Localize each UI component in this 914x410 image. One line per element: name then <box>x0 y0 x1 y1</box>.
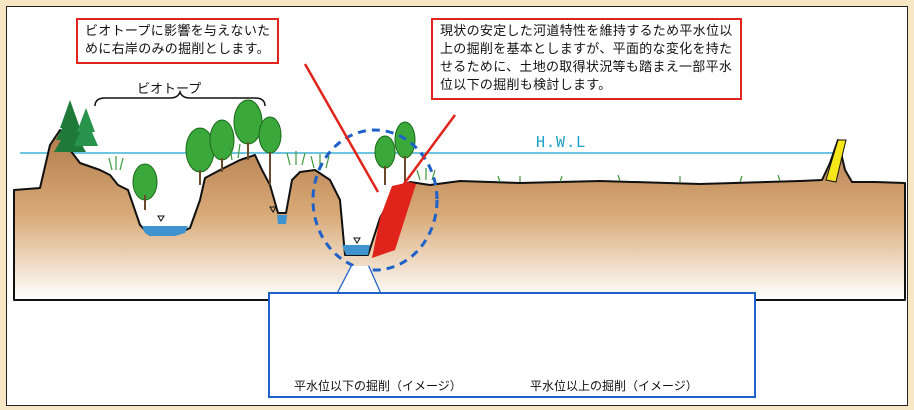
right-callout-line: 上の掘削を基本としますが、平面的な変化を持た <box>440 42 733 57</box>
inset-right-caption: 平水位以上の掘削（イメージ） <box>530 379 698 393</box>
right-callout-line: 現状の安定した河道特性を維持するため平水位以 <box>440 24 733 39</box>
hwl-label: H.W.L <box>536 133 587 151</box>
water-level-mark <box>157 215 165 222</box>
right-callout: 現状の安定した河道特性を維持するため平水位以 上の掘削を基本としますが、平面的な… <box>431 18 742 100</box>
left-callout-line: めに右岸のみの掘削とします。 <box>85 42 270 57</box>
levee-marker <box>825 139 847 183</box>
left-callout: ビオトープに影響を与えないた めに右岸のみの掘削とします。 <box>76 18 280 64</box>
water-level-mark <box>353 237 361 244</box>
left-callout-line: ビオトープに影響を与えないた <box>85 24 271 39</box>
tree-trunks <box>144 142 406 210</box>
grass <box>108 143 781 183</box>
small-pond <box>277 215 287 224</box>
biotope-bracket <box>94 89 266 107</box>
biotope-label: ビオトープ <box>137 82 202 97</box>
conifer-trees <box>54 100 98 152</box>
inset-left-caption: 平水位以下の掘削（イメージ） <box>294 379 462 393</box>
excavation-area <box>372 182 416 258</box>
inset-pointer-fill <box>338 266 380 293</box>
biotope-pond <box>142 226 188 236</box>
water-level-mark <box>269 206 277 213</box>
right-callout-pointer <box>396 114 457 193</box>
ground-cross-section <box>13 129 906 301</box>
right-callout-line: 位以下の掘削も検討します。 <box>440 78 612 93</box>
right-callout-line: せるために、土地の取得状況等も踏まえ一部平水 <box>440 60 733 75</box>
channel-water <box>342 245 370 255</box>
excavation-inset <box>268 292 756 398</box>
left-callout-pointer <box>303 63 380 193</box>
focus-circle <box>311 128 439 272</box>
